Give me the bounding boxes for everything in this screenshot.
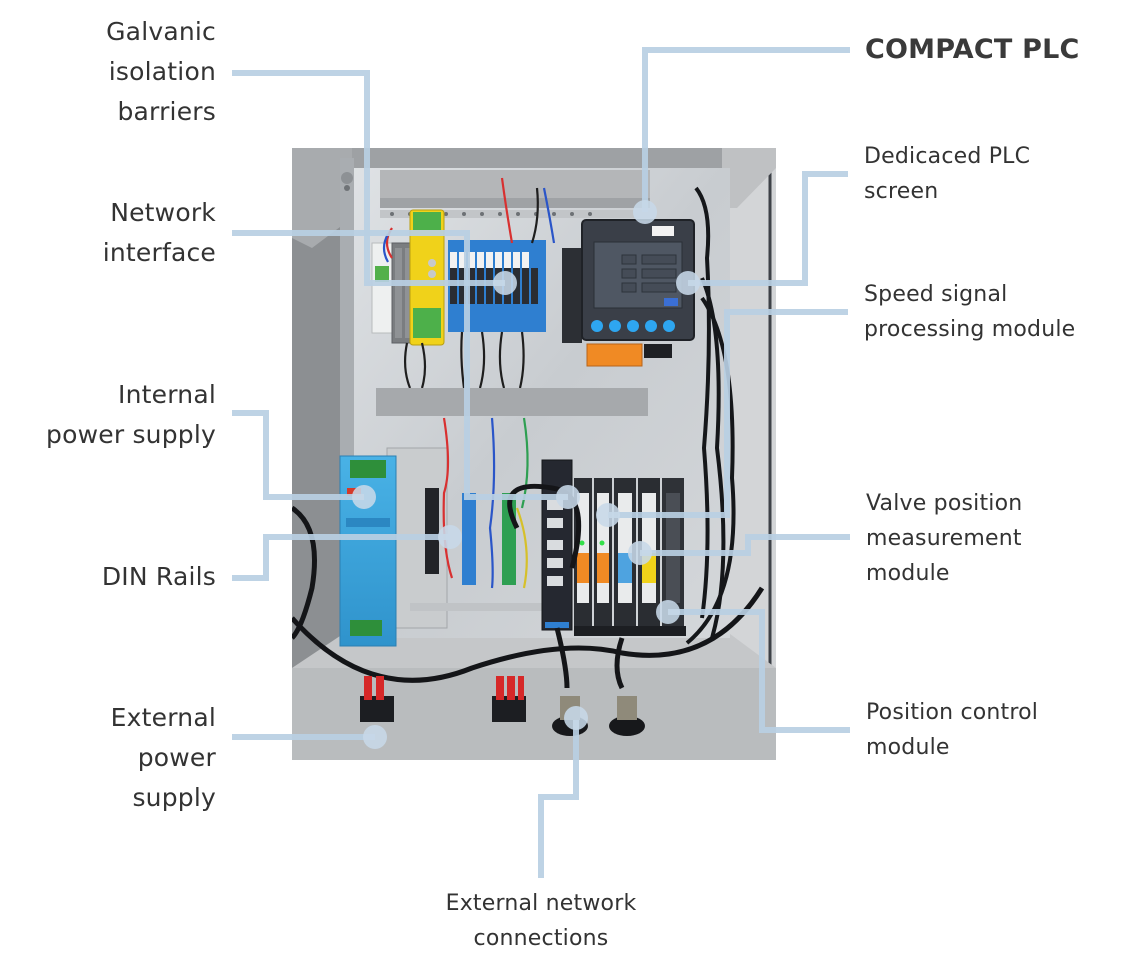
label-position-control-module: Position control module [866,695,1038,765]
top-cable-duct [380,170,650,200]
label-external-network-connections: External network connections [391,886,691,956]
label-line: screen [864,179,939,204]
label-line: Position control [866,700,1039,725]
label-line: External network [445,891,637,916]
cabinet-photo [292,148,776,760]
label-speed-signal-processing-module: Speed signal processing module [864,277,1075,347]
label-line: Dedicaced PLC [864,144,1031,169]
label-line: DIN Rails [101,562,216,591]
label-line: power [137,743,216,772]
io-modules [574,478,686,636]
label-line: module [866,735,950,760]
label-line: measurement [866,526,1022,551]
external-power-connector [360,676,394,722]
label-line: processing module [864,317,1076,342]
label-line: External [110,703,216,732]
galvanic-isolation-barrier [409,209,445,346]
label-line: Speed signal [864,282,1008,307]
label-line: interface [102,238,216,267]
din-rail-top [380,210,650,218]
label-internal-power-supply: Internal power supply [46,375,216,455]
middle-cable-duct [376,388,648,416]
label-external-power-supply: External power supply [111,698,216,818]
label-line: COMPACT PLC [865,34,1080,65]
label-line: Valve position [866,491,1023,516]
label-line: module [866,561,950,586]
label-compact-plc: COMPACT PLC [865,30,1079,70]
cabinet-illustration [292,148,776,760]
label-line: isolation [108,57,216,86]
label-line: connections [473,926,609,951]
cable-gland [492,676,526,722]
label-line: Network [110,198,216,227]
label-galvanic-isolation-barriers: Galvanic isolation barriers [106,12,216,132]
label-valve-position-measurement-module: Valve position measurement module [866,486,1022,591]
label-din-rails: DIN Rails [102,557,216,597]
label-line: Internal [118,380,216,409]
label-dedicated-plc-screen: Dedicaced PLC screen [864,139,1030,209]
network-interface-terminals [448,240,546,332]
label-line: Galvanic [106,17,216,46]
label-network-interface: Network interface [103,193,216,273]
label-line: barriers [117,97,216,126]
label-line: power supply [46,420,216,449]
label-line: supply [132,783,216,812]
